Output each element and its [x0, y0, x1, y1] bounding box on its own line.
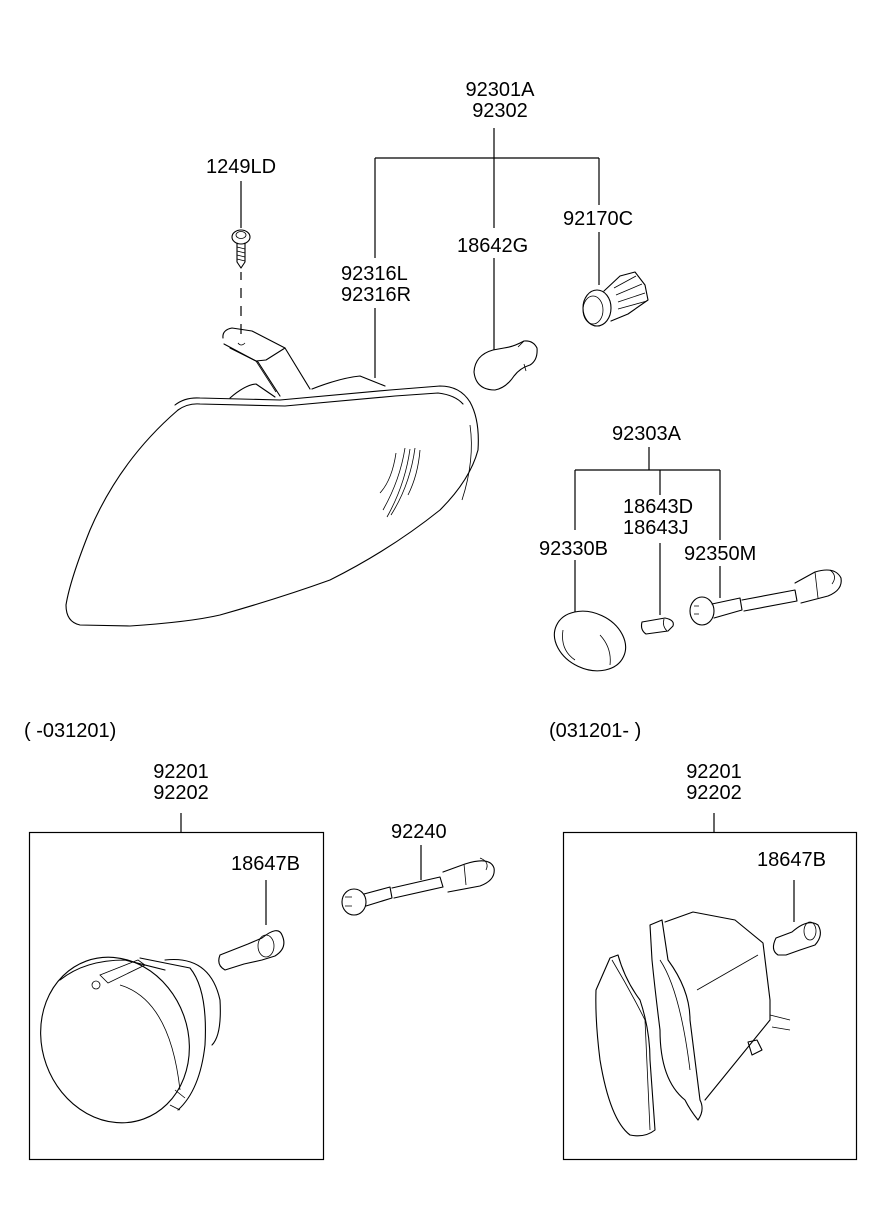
part-number: 92302 [472, 100, 528, 122]
side-socket-92350M-icon [689, 569, 842, 626]
part-number: 18643J [623, 517, 689, 539]
fog-lamp-early-leader [180, 813, 267, 925]
part-number: 92301A [465, 79, 535, 101]
fog-bulb-18647B-right-icon [772, 921, 821, 956]
label-fog-bulb-early: 18647B [231, 853, 300, 875]
part-number: 92316R [341, 284, 412, 306]
label-fog-assy-early: 92201 92202 [131, 762, 231, 804]
part-number: 92316L [341, 263, 408, 285]
assembly-92301A-leader [374, 128, 600, 378]
label-socket-main: 92170C [563, 208, 634, 230]
label-side-bulb: 18643D 18643J [623, 497, 693, 539]
part-number: 92201 [686, 761, 742, 783]
side-lamp-92303A-leader [574, 447, 721, 615]
fog-wiring-92240-icon [341, 857, 495, 916]
fog-lamp-late-frame [562, 831, 858, 1161]
part-number: 18643D [623, 496, 694, 518]
fog-lamp-round-icon [40, 956, 221, 1124]
part-number: 92202 [686, 782, 742, 804]
label-side-lens: 92330B [539, 538, 608, 560]
fog-lamp-late-leader [713, 813, 795, 922]
part-number: 92201 [153, 761, 209, 783]
label-assembly-top: 92301A 92302 [440, 80, 560, 122]
socket-92170C-icon [582, 271, 649, 327]
label-screw: 1249LD [206, 156, 277, 178]
label-bulb-main: 18642G [457, 235, 529, 257]
label-fog-wiring: 92240 [391, 821, 447, 843]
fog-lamp-square-icon [595, 911, 791, 1137]
section-range-late: (031201- ) [549, 720, 642, 742]
side-bulb-18643D-icon [640, 617, 674, 635]
bulb-18642G-icon [473, 340, 538, 391]
fog-lamp-early-frame [28, 831, 325, 1161]
label-lamp-housing: 92316L 92316R [341, 264, 411, 306]
label-side-lamp-assy: 92303A [612, 423, 681, 445]
side-lens-92330B-icon [553, 610, 627, 672]
part-number: 92202 [153, 782, 209, 804]
fog-bulb-18647B-left-icon [218, 930, 285, 971]
label-side-socket: 92350M [684, 543, 757, 565]
label-fog-bulb-late: 18647B [757, 849, 826, 871]
section-range-early: ( -031201) [24, 720, 117, 742]
corner-lamp-housing-icon [65, 327, 479, 627]
label-fog-assy-late: 92201 92202 [664, 762, 764, 804]
screw-icon [231, 229, 251, 269]
